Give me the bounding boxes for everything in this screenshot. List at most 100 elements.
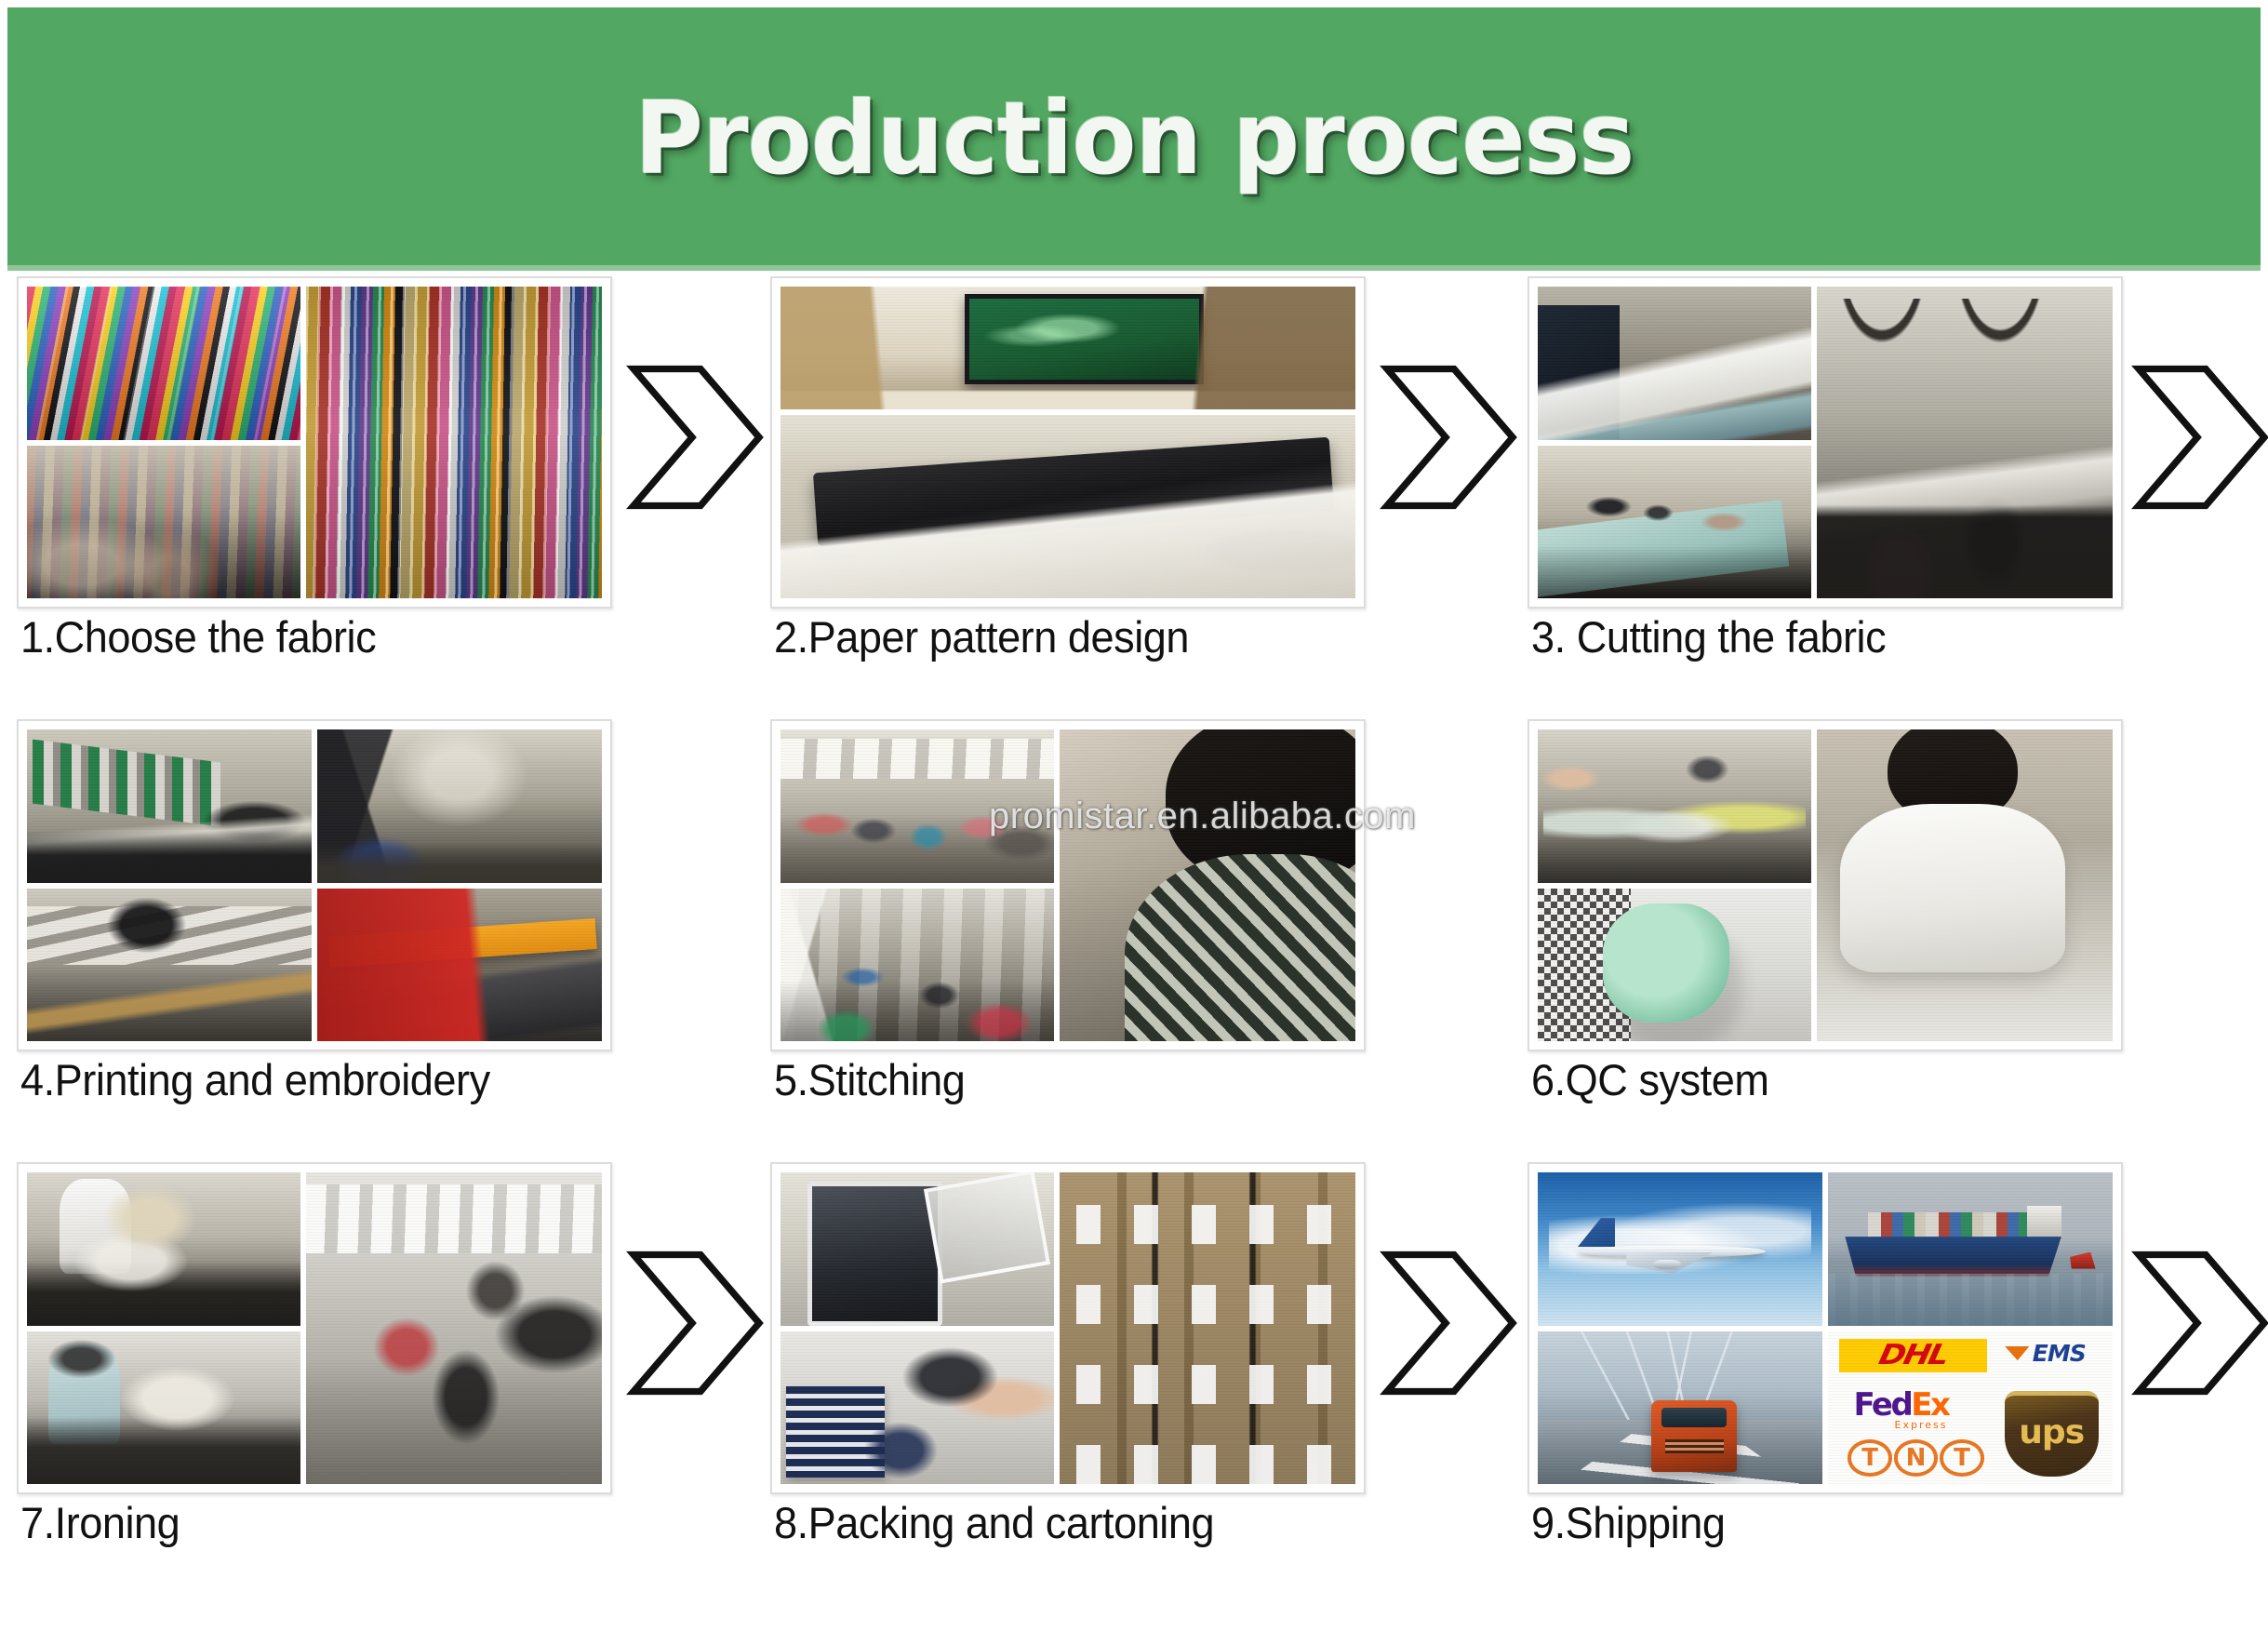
- ems-swoosh-icon: [2004, 1345, 2030, 1361]
- step-2-collage: [780, 287, 1355, 598]
- step-2-caption: 2.Paper pattern design: [774, 612, 1189, 662]
- step-card-8[interactable]: 8.Packing and cartoning: [770, 1162, 1366, 1599]
- steps-row-3: 7.Ironing: [0, 1162, 2268, 1599]
- step-card-4[interactable]: 4.Printing and embroidery: [17, 719, 612, 1157]
- chevron-right-icon: [625, 358, 765, 516]
- step-2-photo-frame: [770, 276, 1366, 609]
- ups-logo-icon: ups: [2004, 1390, 2099, 1477]
- step-3-photo-frame: [1528, 276, 2123, 609]
- airplane-icon: [1577, 1218, 1766, 1274]
- photo-fabric-bolts: [305, 287, 602, 598]
- collage-column-right: [305, 1172, 602, 1484]
- step-8-photo-frame: [770, 1162, 1366, 1494]
- collage-column-right: [1059, 1172, 1355, 1484]
- photo-courier-logos: DHL EMS FedEx Exp: [1828, 1331, 2113, 1484]
- step-7-caption: 7.Ironing: [20, 1498, 180, 1547]
- ems-logo-label: EMS: [2032, 1339, 2087, 1367]
- collage-column-right: [1816, 287, 2113, 598]
- collage-column-left: [780, 729, 1054, 1041]
- ups-logo-label: ups: [2019, 1412, 2085, 1451]
- step-card-6[interactable]: 6.QC system: [1528, 719, 2123, 1157]
- step-1-caption: 1.Choose the fabric: [20, 612, 377, 662]
- collage-column-right: [1816, 729, 2113, 1041]
- tnt-letter-3: T: [1940, 1439, 1984, 1477]
- chevron-right-icon: [1379, 1244, 1518, 1402]
- photo-ironing-worker-1: [27, 1172, 300, 1326]
- header-band: Production process: [7, 7, 2261, 271]
- step-7-photo-frame: [17, 1162, 612, 1494]
- photo-cargo-airplane: [1538, 1172, 1822, 1326]
- collage-column-left: [27, 287, 300, 598]
- step-5-caption: 5.Stitching: [774, 1055, 966, 1104]
- collage-column-right: [317, 729, 602, 1041]
- dhl-logo-icon: DHL: [1839, 1338, 1988, 1372]
- steps-row-2: 4.Printing and embroidery 5.Stitc: [0, 719, 2268, 1396]
- photo-poly-bagging: [780, 1172, 1054, 1326]
- step-3-caption: 3. Cutting the fabric: [1531, 612, 1887, 662]
- photo-embroidery-machines: [27, 729, 312, 883]
- step-4-caption: 4.Printing and embroidery: [20, 1055, 490, 1104]
- steps-row-1: 1.Choose the fabric 2.Paper pattern desi…: [0, 276, 2268, 714]
- page-title: Production process: [634, 80, 1634, 197]
- step-9-collage: DHL EMS FedEx Exp: [1538, 1172, 2113, 1484]
- chevron-right-icon: [2130, 1244, 2268, 1402]
- collage-column-right: [1059, 729, 1355, 1041]
- photo-fabric-spreader: [1538, 287, 1811, 440]
- photo-fabric-warehouse: [27, 445, 300, 598]
- dhl-logo-label: DHL: [1875, 1339, 1951, 1372]
- chevron-right-icon: [625, 1244, 765, 1402]
- photo-pattern-plotter: [780, 414, 1355, 598]
- collage-column-left: [780, 1172, 1054, 1484]
- collage-column-left: [1538, 729, 1811, 1041]
- step-card-7[interactable]: 7.Ironing: [17, 1162, 612, 1599]
- step-card-1[interactable]: 1.Choose the fabric: [17, 276, 612, 714]
- tnt-logo-icon: T N T: [1848, 1439, 1990, 1477]
- photo-stacked-cartons: [1059, 1172, 1355, 1484]
- photo-embroidery-head: [27, 888, 312, 1041]
- photo-truck-bridge: [1538, 1331, 1822, 1484]
- collage-column-left: [1538, 287, 1811, 598]
- chevron-right-icon: [1379, 358, 1518, 516]
- collage-column-right: [305, 287, 602, 598]
- step-card-9[interactable]: DHL EMS FedEx Exp: [1528, 1162, 2123, 1599]
- fedex-ex-label: Ex: [1911, 1386, 1951, 1424]
- photo-sewing-worker: [1059, 729, 1355, 1041]
- step-card-3[interactable]: 3. Cutting the fabric: [1528, 276, 2123, 714]
- step-8-collage: [780, 1172, 1355, 1484]
- photo-cutting-hall: [1816, 287, 2113, 598]
- collage-column-left: [27, 729, 312, 1041]
- photo-finishing-hall: [305, 1172, 602, 1484]
- steps-grid: 1.Choose the fabric 2.Paper pattern desi…: [0, 276, 2268, 1645]
- step-3-collage: [1538, 287, 2113, 598]
- photo-printing-press: [317, 888, 602, 1041]
- photo-sewing-floor-2: [780, 888, 1054, 1041]
- step-5-collage: [780, 729, 1355, 1041]
- step-1-photo-frame: [17, 276, 612, 609]
- step-5-photo-frame: [770, 719, 1366, 1051]
- truck-icon: [1651, 1396, 1738, 1472]
- collage-column-left: [27, 1172, 300, 1484]
- step-card-2[interactable]: 2.Paper pattern design: [770, 276, 1366, 714]
- tnt-letter-2: N: [1893, 1439, 1939, 1477]
- photo-qc-folded-garments: [1538, 888, 1811, 1041]
- fedex-fed-label: Fed: [1853, 1386, 1914, 1424]
- collage-column-left: [1538, 1172, 1822, 1484]
- photo-folding-table: [780, 1331, 1054, 1484]
- photo-qc-inspector: [1816, 729, 2113, 1041]
- photo-ironing-worker-2: [27, 1331, 300, 1484]
- fedex-sub-label: Express: [1894, 1419, 1948, 1431]
- step-9-photo-frame: DHL EMS FedEx Exp: [1528, 1162, 2123, 1494]
- step-4-collage: [27, 729, 602, 1041]
- photo-cutting-table: [1538, 445, 1811, 598]
- photo-machine-corridor: [317, 729, 602, 883]
- photo-fabric-swatches: [27, 287, 300, 440]
- step-card-5[interactable]: 5.Stitching: [770, 719, 1366, 1157]
- step-1-collage: [27, 287, 602, 598]
- step-6-photo-frame: [1528, 719, 2123, 1051]
- collage-column-right: DHL EMS FedEx Exp: [1828, 1172, 2113, 1484]
- photo-container-ship: [1828, 1172, 2113, 1326]
- chevron-right-icon: [2130, 358, 2268, 516]
- photo-cad-workstation: [780, 287, 1355, 409]
- photo-sewing-floor: [780, 729, 1054, 883]
